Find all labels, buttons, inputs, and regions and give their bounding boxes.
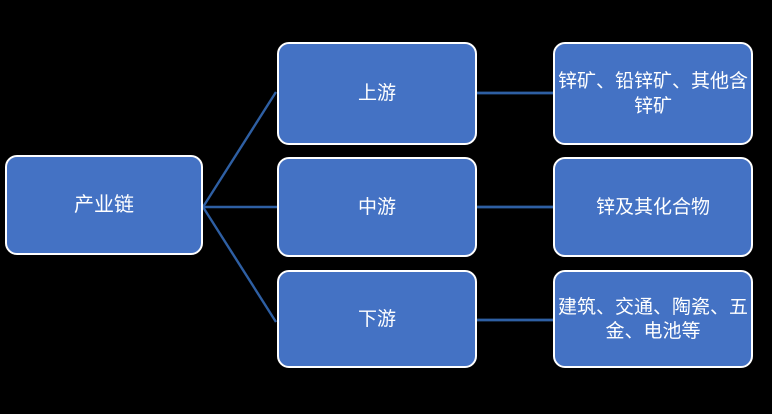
node-downstream-label: 下游 [357, 307, 396, 330]
node-upstream-detail[interactable]: 锌矿、铅锌矿、其他含锌矿 [553, 42, 753, 145]
node-downstream[interactable]: 下游 [277, 270, 477, 368]
node-midstream-label: 中游 [357, 195, 396, 218]
node-downstream-detail-label: 建筑、交通、陶瓷、五金、电池等 [557, 295, 748, 342]
node-upstream-label: 上游 [357, 82, 396, 105]
node-upstream[interactable]: 上游 [277, 42, 477, 145]
connector-root-to-upstream [201, 91, 278, 208]
node-industrial-chain[interactable]: 产业链 [5, 155, 203, 255]
node-upstream-detail-label: 锌矿、铅锌矿、其他含锌矿 [557, 70, 748, 117]
node-downstream-detail[interactable]: 建筑、交通、陶瓷、五金、电池等 [553, 270, 753, 368]
connector-root-to-downstream [201, 206, 278, 323]
node-midstream-detail-label: 锌及其化合物 [595, 195, 710, 218]
node-midstream[interactable]: 中游 [277, 157, 477, 257]
node-midstream-detail[interactable]: 锌及其化合物 [553, 157, 753, 257]
node-industrial-chain-label: 产业链 [74, 192, 134, 217]
